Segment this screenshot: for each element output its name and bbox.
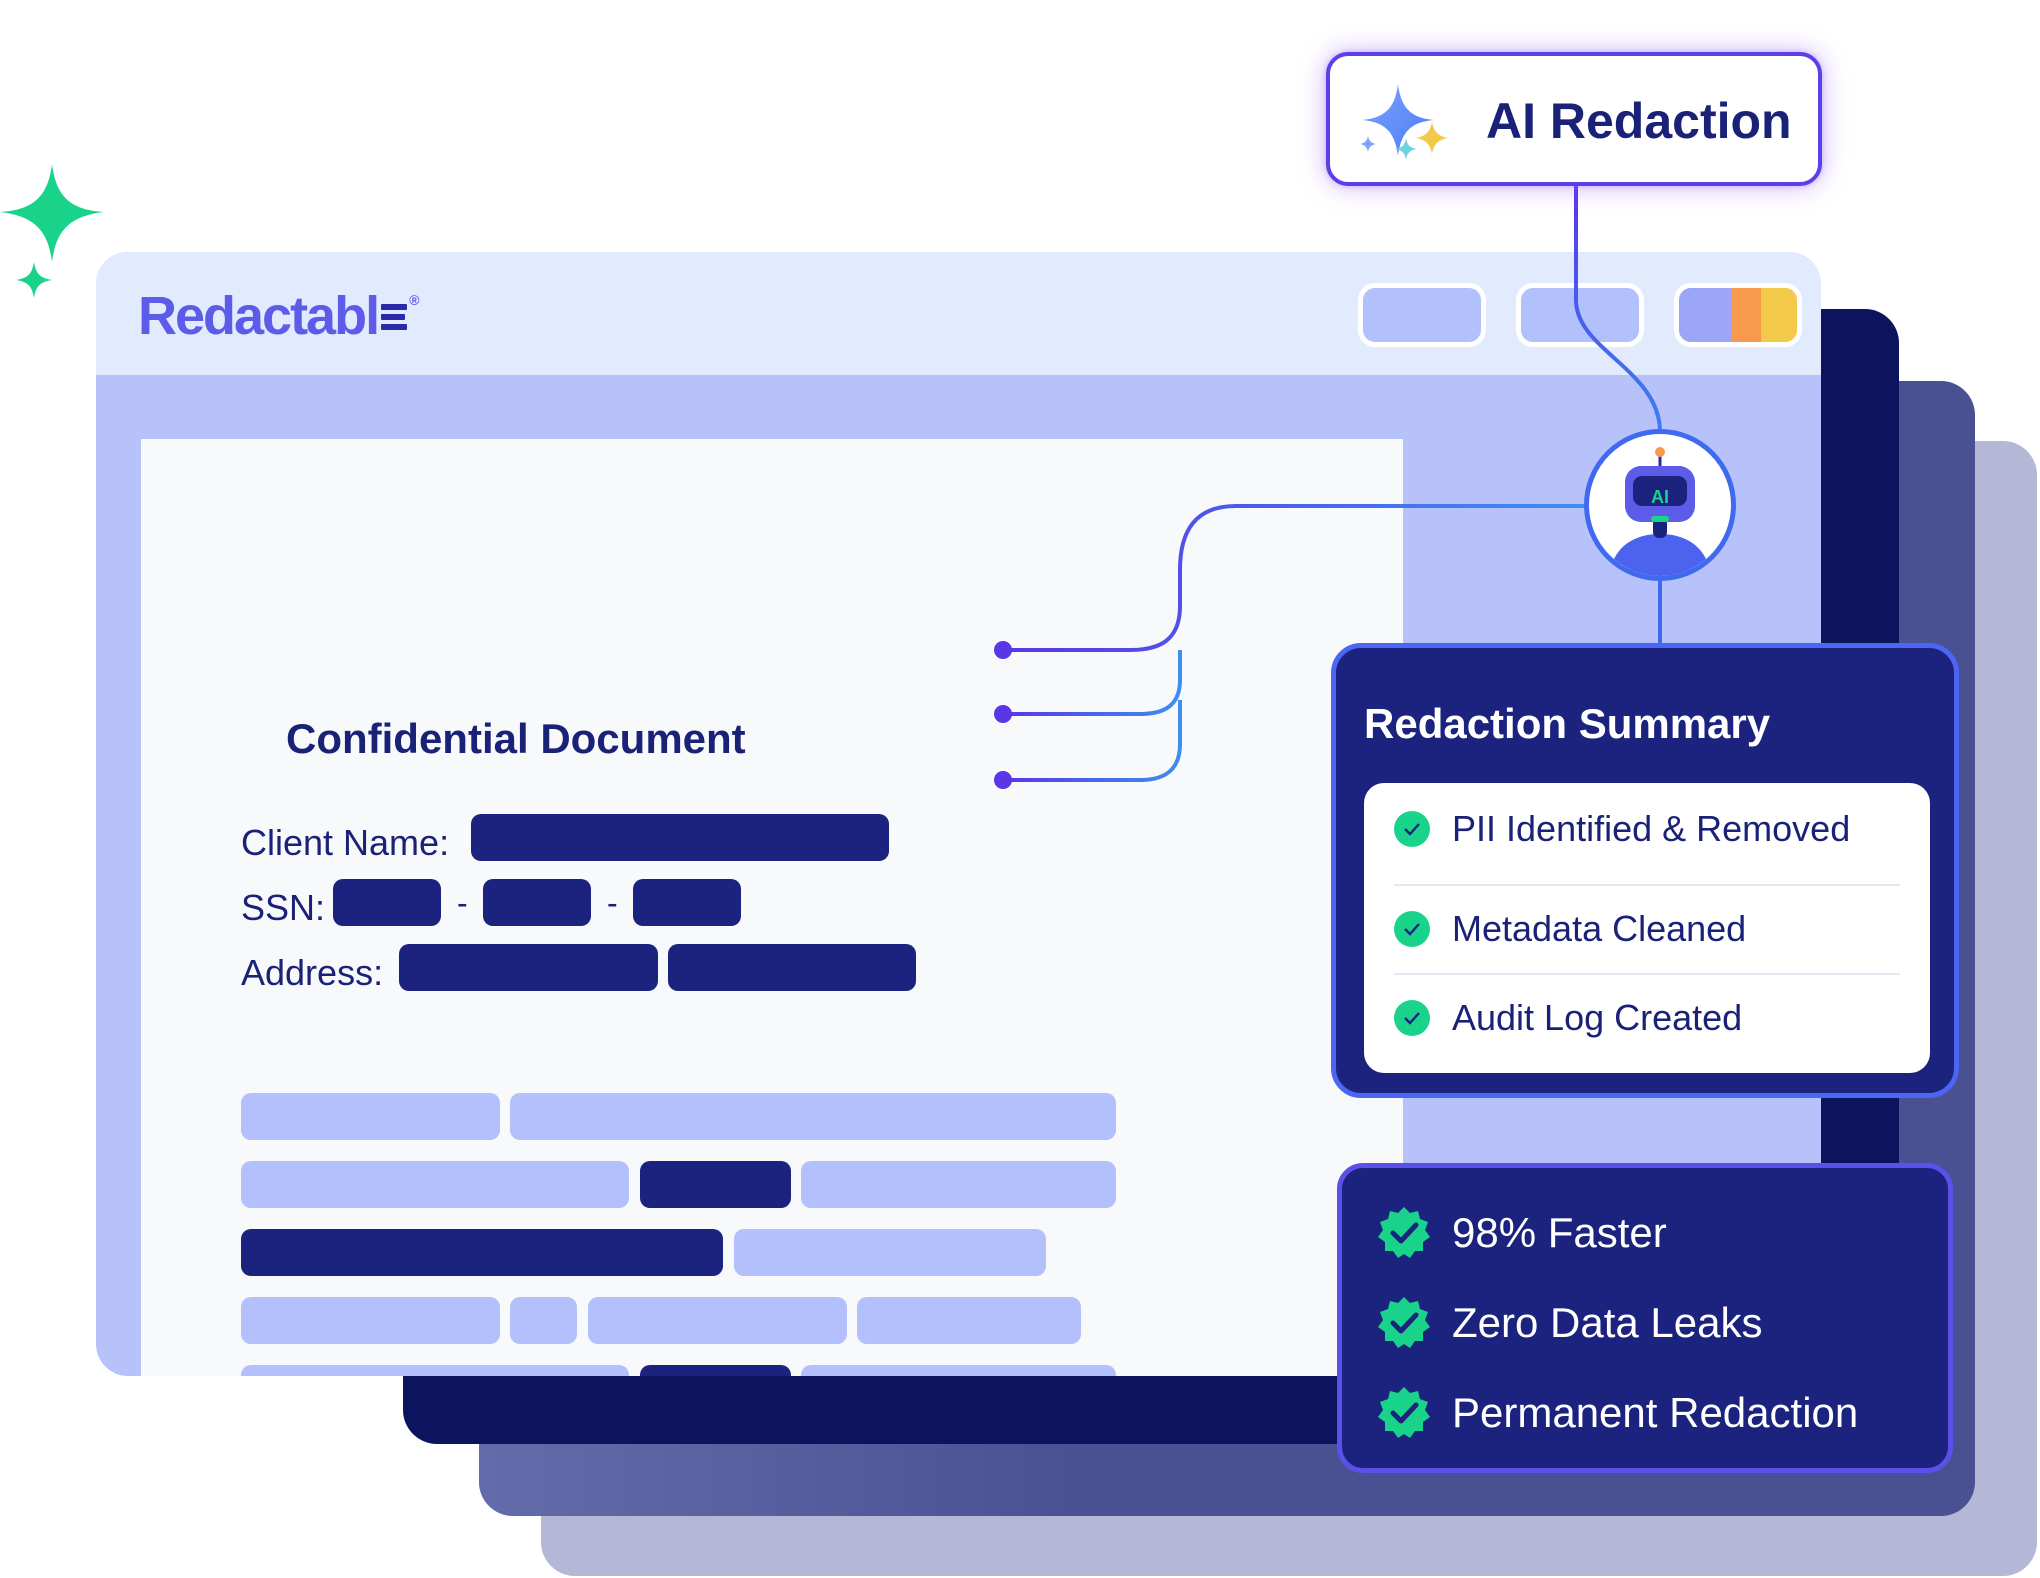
window-controls[interactable] [1679, 288, 1797, 342]
benefit-item: Permanent Redaction [1376, 1378, 1858, 1448]
text-line-bar [241, 1297, 500, 1344]
text-line-bar [734, 1229, 1046, 1276]
verified-badge-icon [1378, 1207, 1430, 1258]
title-bar: Redactabl ® [96, 252, 1821, 375]
check-circle-icon [1394, 910, 1430, 947]
control-dot[interactable] [1761, 288, 1797, 342]
benefit-label: 98% Faster [1452, 1209, 1667, 1256]
summary-item-label: Metadata Cleaned [1452, 907, 1747, 949]
redacted-text-bar [640, 1161, 791, 1208]
divider [1394, 973, 1900, 975]
document-title: Confidential Document [286, 715, 746, 762]
text-line-bar [241, 1161, 629, 1208]
text-line-bar [241, 1365, 629, 1376]
sparkle-icon [0, 164, 104, 298]
divider [1394, 884, 1900, 886]
text-line-bar [510, 1093, 1116, 1140]
benefit-label: Permanent Redaction [1452, 1389, 1859, 1436]
redacted-address [668, 944, 916, 991]
control-dot[interactable] [1679, 288, 1731, 342]
redacted-address [399, 944, 658, 991]
redacted-ssn-part [633, 879, 741, 926]
verified-badge-icon [1378, 1297, 1430, 1348]
sparkles-icon [1360, 84, 1448, 160]
ai-robot-avatar: AI [1584, 429, 1736, 581]
toolbar-button[interactable] [1363, 288, 1481, 342]
check-circle-icon [1394, 810, 1430, 847]
redactable-logo: Redactabl ® [138, 286, 419, 346]
redacted-text-bar [640, 1365, 791, 1376]
summary-item: Metadata Cleaned [1394, 884, 1900, 973]
redacted-ssn-part [483, 879, 591, 926]
robot-ai-badge: AI [1651, 487, 1669, 507]
control-dot[interactable] [1731, 288, 1761, 342]
ssn-dash: - [457, 885, 468, 921]
redaction-summary-panel: Redaction Summary PII Identified & Remov… [1331, 643, 1959, 1098]
summary-item: PII Identified & Removed [1394, 784, 1900, 873]
text-line-bar [801, 1161, 1116, 1208]
summary-item-label: PII Identified & Removed [1452, 807, 1851, 849]
document-page: Confidential Document Client Name: SSN: … [141, 439, 1403, 1376]
client-name-label: Client Name: [241, 822, 450, 863]
logo-text: Redactabl [138, 286, 380, 346]
benefit-label: Zero Data Leaks [1452, 1299, 1763, 1346]
redacted-ssn-part [333, 879, 441, 926]
benefit-item: 98% Faster [1376, 1198, 1667, 1268]
text-line-bar [588, 1297, 847, 1344]
redacted-client-name [471, 814, 889, 861]
summary-title: Redaction Summary [1364, 700, 1771, 747]
redacted-text-bar [241, 1229, 723, 1276]
check-circle-icon [1394, 999, 1430, 1036]
robot-icon [1609, 447, 1711, 576]
benefit-item: Zero Data Leaks [1376, 1288, 1763, 1358]
ai-redaction-label: AI Redaction [1486, 93, 1792, 149]
address-label: Address: [241, 952, 384, 993]
text-line-bar [510, 1297, 577, 1344]
text-line-bar [241, 1093, 500, 1140]
text-line-bar [801, 1365, 1116, 1376]
registered-mark: ® [409, 292, 420, 308]
ssn-dash: - [607, 885, 618, 921]
toolbar-button[interactable] [1521, 288, 1639, 342]
logo-bars-icon [381, 286, 408, 330]
summary-item-label: Audit Log Created [1452, 996, 1743, 1038]
summary-card: PII Identified & Removed Metadata Cleane… [1364, 783, 1930, 1073]
ssn-label: SSN: [241, 887, 326, 928]
verified-badge-icon [1378, 1387, 1430, 1438]
text-line-bar [857, 1297, 1081, 1344]
ai-redaction-callout: AI Redaction [1326, 52, 1822, 186]
benefits-panel: 98% Faster Zero Data Leaks Permanent Red… [1337, 1163, 1953, 1473]
summary-item: Audit Log Created [1394, 973, 1900, 1062]
